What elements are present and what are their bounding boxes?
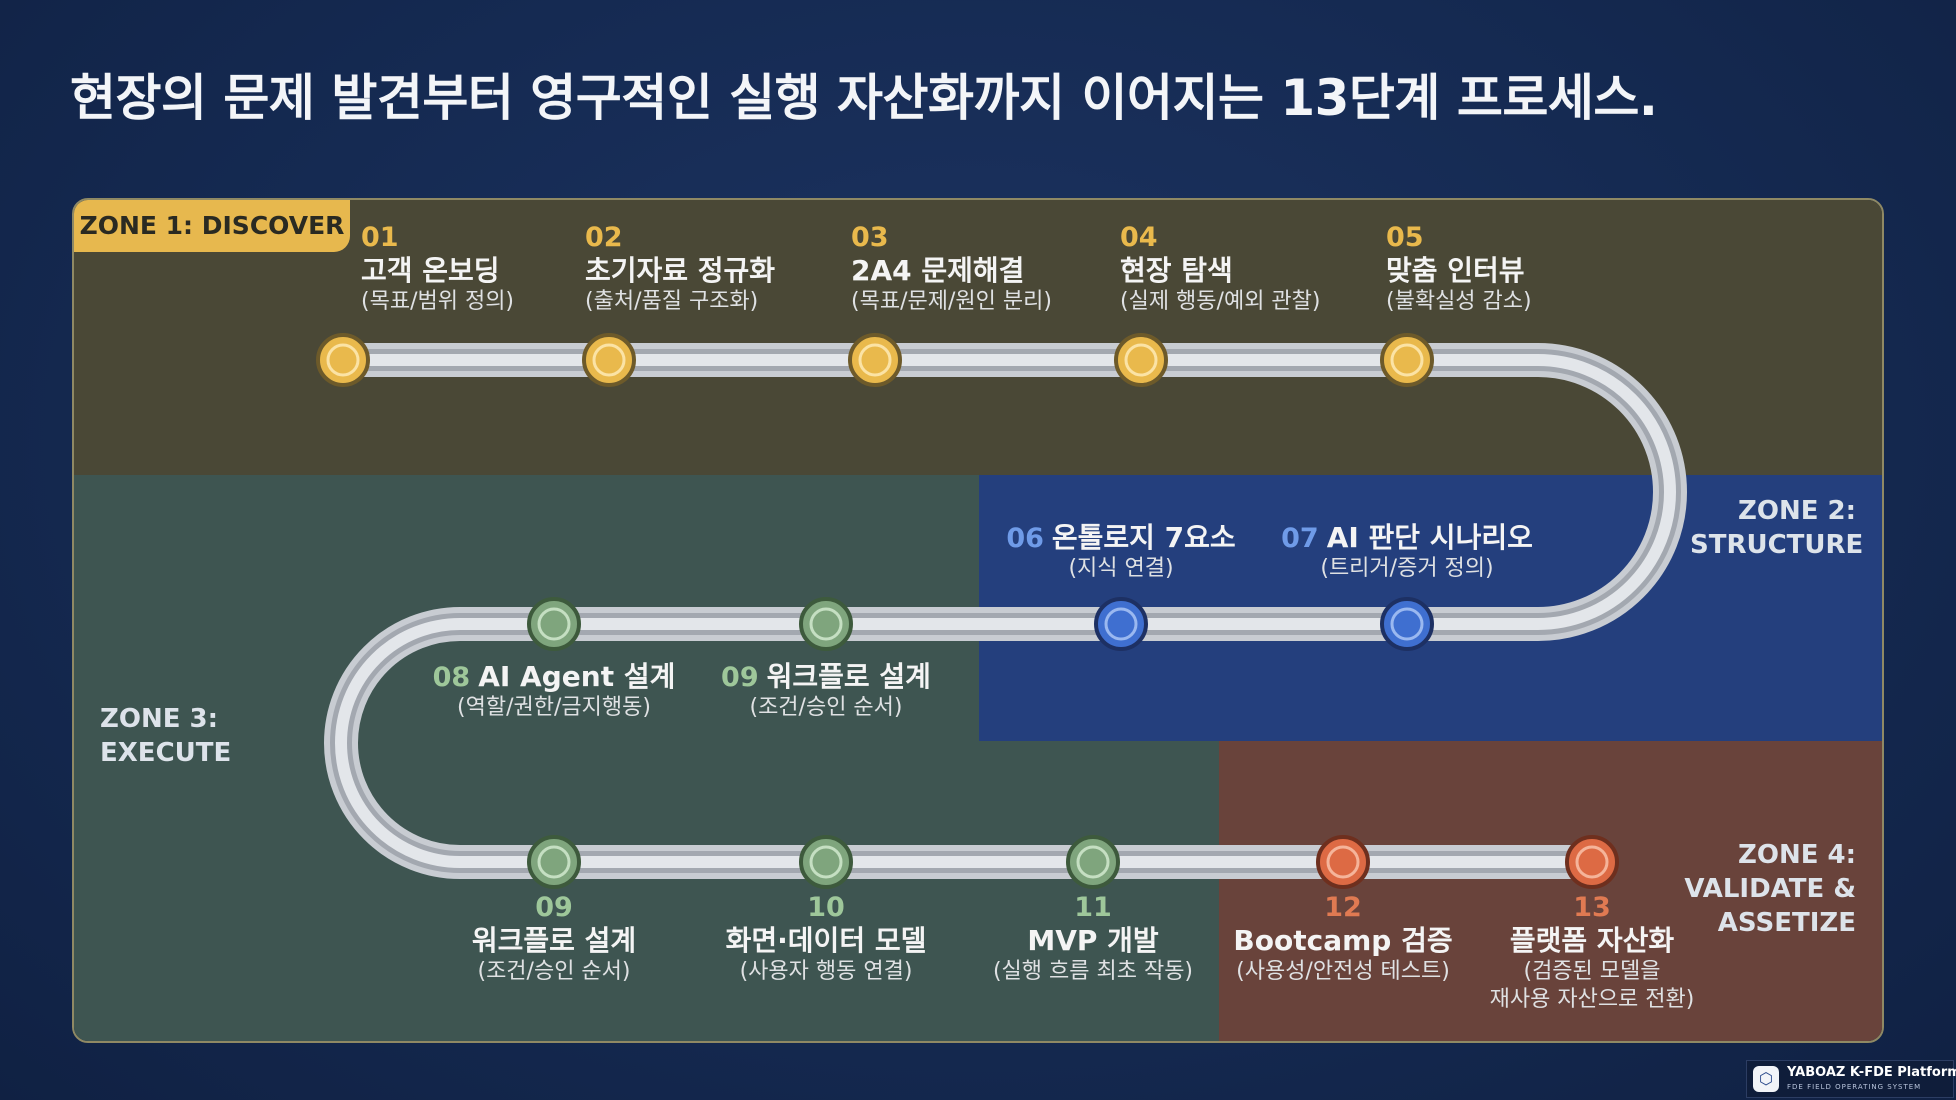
step-node-10: [799, 835, 853, 889]
zone3-label: ZONE 3: EXECUTE: [100, 702, 231, 770]
step-number: 02: [585, 222, 623, 253]
zone4-label: ZONE 4: VALIDATE & ASSETIZE: [1666, 838, 1856, 940]
step-number: 10: [807, 892, 845, 923]
step-number: 04: [1120, 222, 1158, 253]
step-node-11: [1066, 835, 1120, 889]
step-node-09a: [799, 597, 853, 651]
step-name: MVP 개발: [1027, 924, 1159, 957]
step-node-01: [316, 333, 370, 387]
step-node-06: [1094, 597, 1148, 651]
step-number: 12: [1324, 892, 1362, 923]
step-number: 09: [721, 662, 759, 693]
step-name: 워크플로 설계: [471, 924, 637, 957]
step-node-04: [1114, 333, 1168, 387]
step-name: 맞춤 인터뷰: [1386, 254, 1525, 287]
step-description: (검증된 모델을: [1523, 959, 1661, 984]
zone4-label-line3: ASSETIZE: [1717, 908, 1856, 938]
step-13-label: 13 플랫폼 자산화 (검증된 모델을 재사용 자산으로 전환): [1432, 892, 1752, 1014]
brand-name: YABOAZ K-FDE Platform: [1787, 1065, 1956, 1080]
step-node-09b: [527, 835, 581, 889]
step-name: Bootcamp 검증: [1233, 924, 1453, 957]
step-description: (역할/권한/금지행동): [457, 695, 651, 720]
step-number: 01: [361, 222, 399, 253]
zone2-label-line1: ZONE 2:: [1737, 496, 1856, 526]
page-title: 현장의 문제 발견부터 영구적인 실행 자산화까지 이어지는 13단계 프로세스…: [70, 69, 1658, 127]
brand-subtitle: FDE FIELD OPERATING SYSTEM: [1787, 1083, 1922, 1091]
step-name: 고객 온보딩: [361, 254, 500, 287]
step-description: (지식 연결): [1068, 556, 1174, 581]
step-05-label: 05 맞춤 인터뷰 (불확실성 감소): [1386, 222, 1706, 316]
step-name: 워크플로 설계: [766, 660, 931, 693]
brand-badge: ⬡ YABOAZ K-FDE Platform FDE FIELD OPERAT…: [1746, 1060, 1956, 1098]
step-description: (출처/품질 구조화): [585, 289, 759, 314]
step-description: (사용성/안전성 테스트): [1236, 959, 1450, 984]
step-number: 05: [1386, 222, 1424, 253]
step-description: (목표/범위 정의): [361, 289, 515, 314]
zone-validate: [1219, 741, 1882, 1041]
step-node-13: [1565, 835, 1619, 889]
step-number: 11: [1074, 892, 1112, 923]
step-description: (실제 행동/예외 관찰): [1120, 289, 1321, 314]
track-inner: [335, 354, 1676, 868]
step-12-label: 12 Bootcamp 검증 (사용성/안전성 테스트): [1183, 892, 1503, 986]
platform-logo-icon: ⬡: [1753, 1066, 1779, 1092]
step-11-label: 11 MVP 개발 (실행 흐름 최초 작동): [933, 892, 1253, 986]
step-04-label: 04 현장 탐색 (실제 행동/예외 관찰): [1120, 222, 1440, 316]
step-node-05: [1380, 333, 1434, 387]
zone4-label-line2: VALIDATE &: [1684, 874, 1856, 904]
step-03-label: 03 2A4 문제해결 (목표/문제/원인 분리): [851, 222, 1171, 316]
step-description: (목표/문제/원인 분리): [851, 289, 1052, 314]
step-node-03: [848, 333, 902, 387]
step-09b-label: 09 워크플로 설계 (조건/승인 순서): [394, 892, 714, 986]
step-description: (사용자 행동 연결): [739, 959, 913, 984]
zone3-label-line2: EXECUTE: [100, 738, 232, 768]
zone2-label-line2: STRUCTURE: [1690, 530, 1864, 560]
step-10-label: 10 화면·데이터 모델 (사용자 행동 연결): [666, 892, 986, 986]
step-description: (조건/승인 순서): [477, 959, 631, 984]
step-description: (불확실성 감소): [1386, 289, 1532, 314]
zone1-tag: ZONE 1: DISCOVER: [74, 200, 350, 252]
step-name: AI Agent 설계: [478, 660, 676, 693]
step-name: 현장 탐색: [1120, 254, 1233, 287]
step-number: 13: [1573, 892, 1611, 923]
zone2-label: ZONE 2: STRUCTURE: [1690, 494, 1864, 562]
step-name: 온톨로지 7요소: [1051, 521, 1236, 554]
step-number: 09: [535, 892, 573, 923]
step-02-label: 02 초기자료 정규화 (출처/품질 구조화): [585, 222, 905, 316]
zone3-label-line1: ZONE 3:: [100, 704, 219, 734]
step-01-label: 01 고객 온보딩 (목표/범위 정의): [361, 222, 681, 316]
step-node-02: [582, 333, 636, 387]
step-description: (실행 흐름 최초 작동): [992, 959, 1194, 984]
step-name: AI 판단 시나리오: [1326, 521, 1533, 554]
step-description-line2: 재사용 자산으로 전환): [1489, 987, 1695, 1012]
step-number: 07: [1281, 523, 1319, 554]
zone-discover: [74, 200, 1882, 475]
step-description: (트리거/증거 정의): [1320, 556, 1494, 581]
step-node-08: [527, 597, 581, 651]
step-number: 08: [432, 662, 471, 693]
step-name: 화면·데이터 모델: [725, 924, 927, 957]
step-name: 플랫폼 자산화: [1509, 924, 1675, 957]
step-name: 초기자료 정규화: [585, 254, 776, 287]
step-name: 2A4 문제해결: [851, 254, 1025, 287]
step-node-12: [1316, 835, 1370, 889]
step-number: 03: [851, 222, 889, 253]
zone4-label-line1: ZONE 4:: [1737, 840, 1856, 870]
step-number: 06: [1006, 523, 1044, 554]
step-description: (조건/승인 순서): [749, 695, 903, 720]
step-node-07: [1380, 597, 1434, 651]
